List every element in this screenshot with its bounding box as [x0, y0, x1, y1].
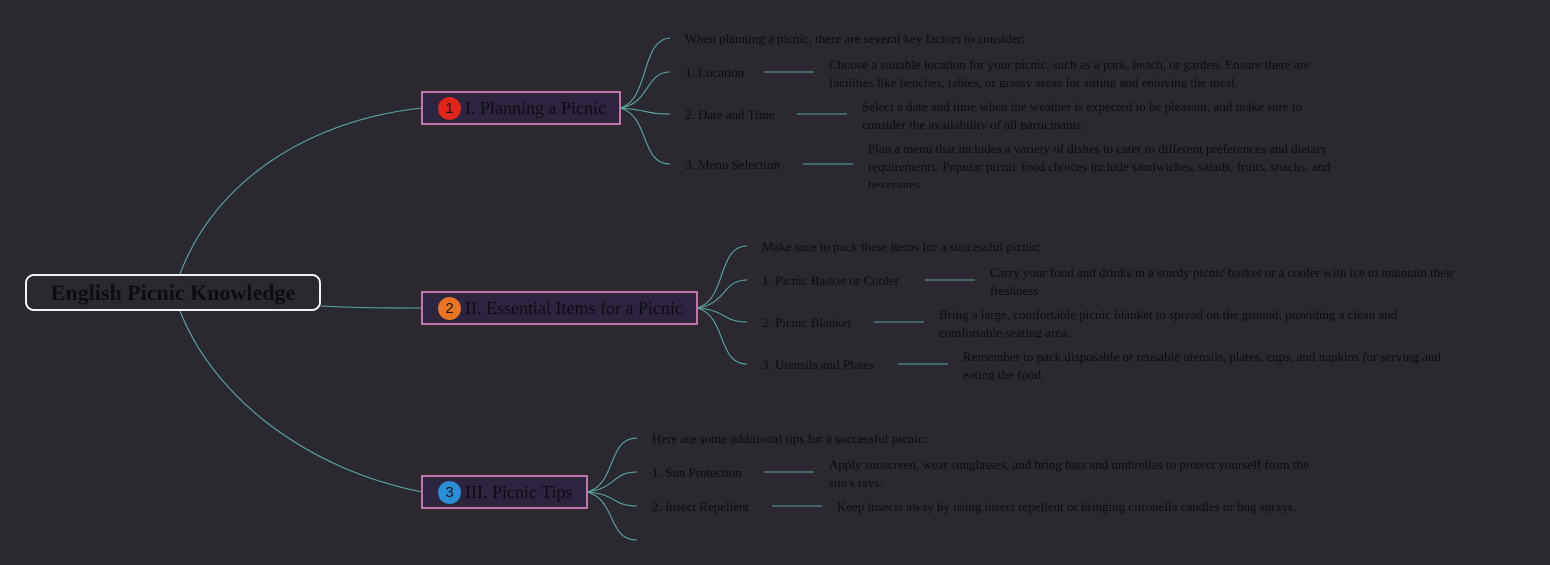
branch-2-item-utensils-desc[interactable]: Remember to pack disposable or reusable …	[963, 349, 1441, 380]
branch-2-item-basket-desc[interactable]: Carry your food and drinks in a sturdy p…	[990, 265, 1454, 296]
connector-root-branch-2	[320, 305, 423, 309]
branch-1-item-menu-selection[interactable]: 3. Menu Selection	[685, 157, 780, 172]
branch-3-item-sun-protection-desc[interactable]: Apply sunscreen, wear sunglasses, and br…	[829, 457, 1309, 488]
branch-1-item-menu-selection-desc[interactable]: Plan a menu that includes a variety of d…	[868, 141, 1331, 188]
branch-3-item-insect-repellent[interactable]: 2. Insect Repellent	[652, 499, 750, 514]
branch-2-item-basket[interactable]: 1. Picnic Basket or Cooler	[762, 273, 899, 288]
branch-1-item-date-time[interactable]: 2. Date and Time	[685, 107, 775, 122]
branch-title: I. Planning a Picnic	[465, 98, 606, 118]
priority-3-icon: 3	[438, 481, 461, 504]
priority-1-icon: 1	[438, 97, 461, 120]
branch-3-item-sun-protection[interactable]: 1. Sun Protection	[652, 465, 742, 480]
branch-essential-items[interactable]: 2 II. Essential Items for a Picnic	[421, 291, 698, 325]
branch-picnic-tips[interactable]: 3 III. Picnic Tips	[421, 475, 588, 509]
branch-2-intro[interactable]: Make sure to pack these items for a succ…	[762, 239, 1042, 254]
connector-root-branch-1	[179, 107, 423, 275]
branch-3-item-insect-repellent-desc[interactable]: Keep insects away by using insect repell…	[837, 499, 1297, 514]
branch-1-intro[interactable]: When planning a picnic, there are severa…	[685, 31, 1026, 46]
branch-2-item-utensils[interactable]: 3. Utensils and Plates	[762, 357, 874, 372]
branch-2-item-blanket-desc[interactable]: Bring a large, comfortable picnic blanke…	[939, 307, 1398, 338]
root-node[interactable]: English Picnic Knowledge	[25, 274, 321, 311]
branch-planning-a-picnic[interactable]: 1 I. Planning a Picnic	[421, 91, 621, 125]
branch-3-intro[interactable]: Here are some additional tips for a succ…	[652, 431, 928, 446]
priority-2-icon: 2	[438, 297, 461, 320]
branch-1-item-location-desc[interactable]: Choose a suitable location for your picn…	[829, 57, 1310, 88]
branch-1-item-date-time-desc[interactable]: Select a date and time when the weather …	[862, 99, 1303, 130]
connector-root-branch-3	[179, 310, 423, 493]
root-title: English Picnic Knowledge	[50, 280, 296, 305]
branch-title: II. Essential Items for a Picnic	[465, 298, 683, 318]
branch-2-item-blanket[interactable]: 2. Picnic Blanket	[762, 315, 852, 330]
branch-title: III. Picnic Tips	[465, 482, 573, 502]
branch-1-item-location[interactable]: 1. Location	[685, 65, 745, 80]
